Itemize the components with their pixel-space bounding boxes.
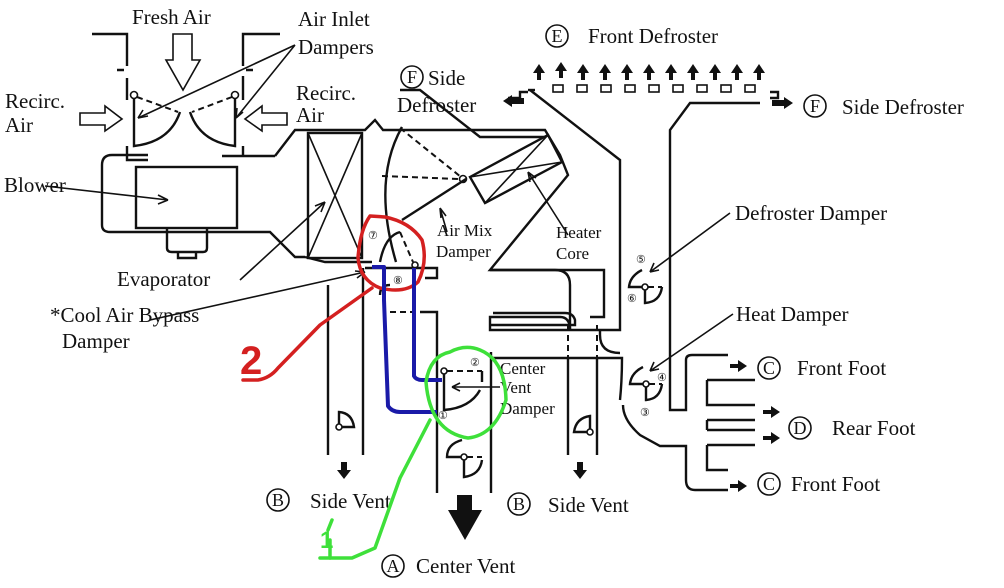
outlet-a-badge [381,554,405,578]
label-heat-damper: Heat Damper [736,302,849,326]
blower-housing [44,153,305,260]
side-vent-right-arrow-icon [573,462,587,479]
red-annotation-label: 2 [240,339,262,383]
air-inlet-damper-left [129,90,182,148]
center-vent-arrow-icon [448,495,482,540]
blue-annotation [372,265,442,414]
label-front-foot-bottom: Front Foot [791,472,880,496]
label-front-foot-top: Front Foot [797,356,886,380]
damper-number-2: ② [470,357,480,369]
label-recirc-air-right-1: Recirc. [296,81,356,105]
outlet-b-left-badge [266,488,290,512]
label-front-defroster: Front Defroster [588,24,718,48]
label-evaporator: Evaporator [117,267,210,291]
label-cool-air-bypass-1: *Cool Air Bypass [50,303,199,327]
front-defroster-grille [508,84,780,100]
label-recirc-air-right-2: Air [296,103,324,127]
heat-damper [628,313,734,402]
label-fresh-air: Fresh Air [132,5,211,29]
label-cool-air-bypass-2: Damper [62,329,130,353]
damper-number-4: ④ [657,372,667,384]
label-defroster-damper: Defroster Damper [735,201,887,225]
label-center-vent-damper-2: Vent [500,378,531,397]
outlet-b-right-badge [507,492,531,516]
label-side-defroster-left-2: Defroster [397,93,476,117]
label-air-mix-2: Damper [436,242,491,261]
damper-number-5: ⑤ [636,254,646,266]
outlet-b-right-letter: B [513,494,525,514]
green-annotation: 1 [318,345,508,560]
label-recirc-air-left-2: Air [5,113,33,137]
side-vent-left-arrow-icon [337,462,351,479]
recirc-left-arrow-icon [79,104,124,133]
side-defroster-left-arrow-icon [503,95,524,107]
damper-number-6: ⑥ [627,293,637,305]
air-mix-damper [381,126,468,263]
recirc-right-arrow-icon [243,104,288,133]
main-case [274,88,622,332]
label-center-vent-damper-1: Center [500,359,546,378]
center-lower-damper [445,438,484,479]
fresh-air-arrow-icon [164,33,202,92]
side-vent-damper-left [335,410,356,431]
air-inlet-leader-arrows [137,107,244,119]
label-side-defroster-right: Side Defroster [842,95,964,119]
outlet-c-top-letter: C [763,358,775,378]
right-duct [598,101,760,492]
evaporator [239,131,364,281]
label-heater-core-2: Core [556,244,589,263]
damper-number-3: ③ [640,407,650,419]
defroster-damper [627,212,731,305]
air-inlet-housing [92,32,280,162]
label-center-vent-damper-3: Damper [500,399,555,418]
label-rear-foot: Rear Foot [832,416,916,440]
label-recirc-air-left-1: Recirc. [5,89,65,113]
outlet-f-left-badge [400,65,424,89]
label-air-inlet-dampers-1: Air Inlet [298,7,370,31]
outlet-d-letter: D [794,418,807,438]
label-heater-core-1: Heater [556,223,602,242]
air-inlet-damper-right [188,90,240,148]
outlet-c-top-badge [757,356,781,380]
label-center-vent: Center Vent [416,554,516,578]
air-inlet-damper-leader [137,44,296,119]
label-air-inlet-dampers-2: Dampers [298,35,374,59]
damper-number-1: ① [438,410,448,422]
side-defroster-right-arrow-icon [772,97,793,109]
outlet-b-left-letter: B [272,490,284,510]
heater-core [468,133,569,236]
damper-number-7: ⑦ [368,230,378,242]
green-annotation-label: 1 [320,527,333,554]
label-air-mix-1: Air Mix [437,221,493,240]
outlet-e-letter: E [552,26,563,46]
label-blower: Blower [4,173,66,197]
label-side-defroster-left-1: Side [428,66,465,90]
foot-outlet-arrows-icon [730,360,780,492]
red-annotation: 2 [240,214,426,383]
label-side-vent-left: Side Vent [310,489,391,513]
outlet-f-left-letter: F [407,67,417,87]
outlet-f-right-badge [803,94,827,118]
vent-ducts [326,268,624,493]
outlet-d-badge [788,416,812,440]
side-vent-damper-right [572,414,594,436]
label-side-vent-right: Side Vent [548,493,629,517]
center-vent-damper [440,367,500,412]
outlet-f-right-letter: F [810,96,820,116]
damper-number-8: ⑧ [393,275,403,287]
defroster-up-arrows-icon [533,62,765,80]
outlet-c-bottom-letter: C [763,474,775,494]
outlet-c-bottom-badge [757,472,781,496]
outlet-e-badge [545,24,569,48]
outlet-a-letter: A [387,556,400,576]
